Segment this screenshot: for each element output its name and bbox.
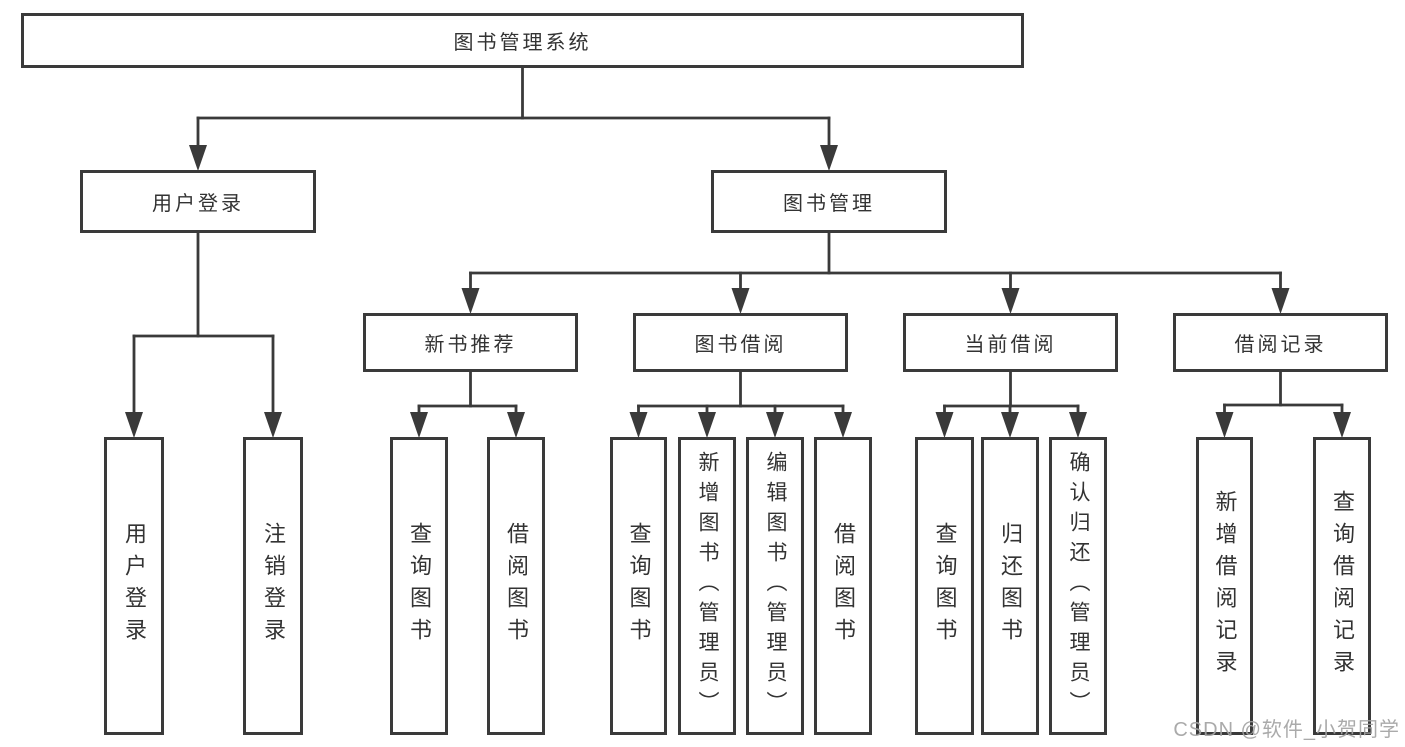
edge-user-login (125, 231, 282, 438)
arrowhead (935, 412, 954, 438)
node-leaf-user-login: 用户登录 (104, 437, 164, 735)
arrowhead (1001, 288, 1020, 314)
arrowhead (834, 412, 852, 438)
edge-book-borrow (629, 370, 852, 438)
node-root: 图书管理系统 (21, 13, 1024, 68)
arrowhead (820, 145, 838, 171)
node-leaf-logout: 注销登录 (243, 437, 303, 735)
arrowhead (1001, 412, 1019, 438)
arrowhead (410, 412, 428, 438)
edge-borrow-records (1215, 370, 1351, 438)
arrowhead (264, 412, 282, 438)
arrowhead (507, 412, 525, 438)
node-leaf-cb-confirm: 确认归还（管理员） (1049, 437, 1107, 735)
node-leaf-bb-query: 查询图书 (610, 437, 667, 735)
node-leaf-br-add: 新增借阅记录 (1196, 437, 1253, 735)
arrowhead (189, 145, 207, 171)
node-current-borrow: 当前借阅 (903, 313, 1118, 372)
node-leaf-br-query: 查询借阅记录 (1313, 437, 1371, 735)
arrowhead (1215, 412, 1234, 438)
arrowhead (125, 412, 143, 438)
node-leaf-cb-query: 查询图书 (915, 437, 974, 735)
node-leaf-nb-borrow: 借阅图书 (487, 437, 545, 735)
node-book-borrow: 图书借阅 (633, 313, 848, 372)
node-new-book: 新书推荐 (363, 313, 578, 372)
arrowhead (766, 412, 784, 438)
watermark: CSDN @软件_小贺同学 (1173, 719, 1400, 741)
node-borrow-records: 借阅记录 (1173, 313, 1388, 372)
arrowhead (1271, 288, 1290, 314)
arrowhead (1069, 412, 1087, 438)
arrowhead (698, 412, 716, 438)
arrowhead (629, 412, 648, 438)
edge-book-mgmt (461, 231, 1290, 314)
edge-current-borrow (935, 370, 1087, 438)
edge-root (189, 66, 838, 171)
node-leaf-bb-edit: 编辑图书（管理员） (746, 437, 804, 735)
edge-new-book (410, 370, 525, 438)
arrowhead (461, 288, 480, 314)
node-leaf-bb-add: 新增图书（管理员） (678, 437, 736, 735)
node-leaf-cb-return: 归还图书 (981, 437, 1039, 735)
arrowhead (1333, 412, 1351, 438)
node-book-mgmt: 图书管理 (711, 170, 947, 233)
arrowhead (731, 288, 750, 314)
node-leaf-nb-query: 查询图书 (390, 437, 448, 735)
node-leaf-bb-borrow: 借阅图书 (814, 437, 872, 735)
node-user-login: 用户登录 (80, 170, 316, 233)
